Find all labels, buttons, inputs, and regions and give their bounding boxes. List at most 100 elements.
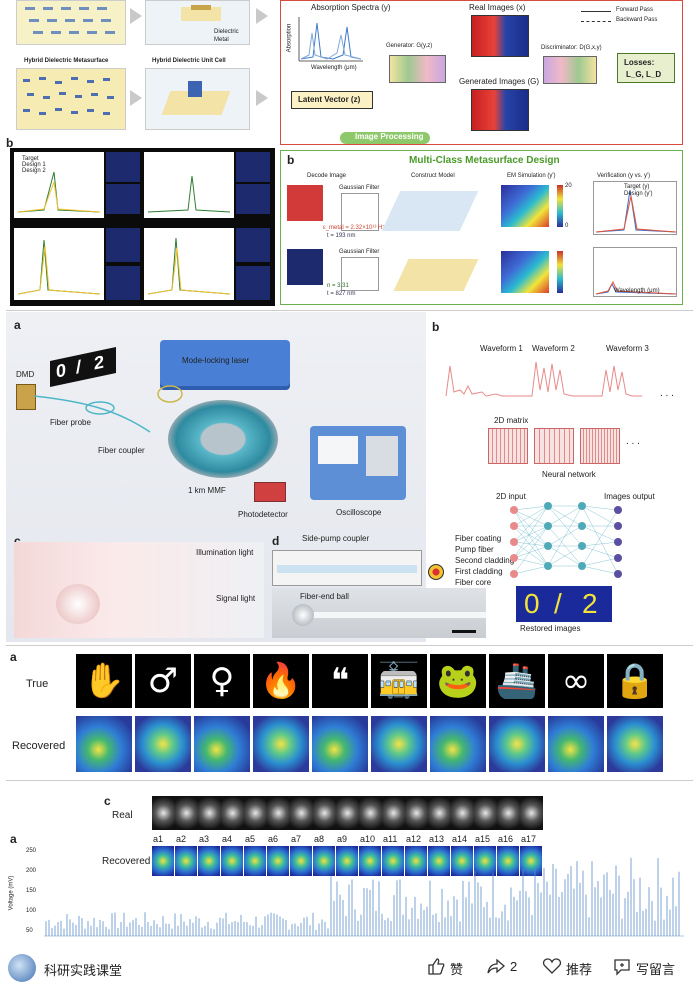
hybrid-metasurface-label: Hybrid Dielectric Metasurface bbox=[24, 58, 109, 64]
fiber-end-ball-label: Fiber-end ball bbox=[300, 592, 349, 601]
true-image-tile: ∞ bbox=[548, 654, 604, 708]
row-real-label: Real bbox=[112, 810, 133, 821]
account-name[interactable]: 科研实践课堂 bbox=[44, 963, 123, 978]
recovered-image-tile bbox=[76, 716, 132, 772]
fig2-panel-b: b bbox=[432, 320, 440, 334]
fiber-core-label: Fiber core bbox=[455, 578, 492, 587]
wavelength-axis-label: Wavelength (μm) bbox=[311, 65, 357, 71]
frame-label: a7 bbox=[291, 834, 302, 844]
matrix-ellipsis: . . . bbox=[626, 436, 640, 447]
recommend-button[interactable]: 推荐 bbox=[542, 956, 598, 978]
left-b-legend-2: Design 1 bbox=[22, 162, 46, 168]
true-image-tile: 🐸 bbox=[430, 654, 486, 708]
recovered-frame bbox=[497, 846, 519, 876]
frame-label: a2 bbox=[176, 834, 187, 844]
neural-network-label: Neural network bbox=[542, 470, 596, 479]
real-frame bbox=[175, 796, 198, 830]
recovered-image-tile bbox=[371, 716, 427, 772]
frame-label: a16 bbox=[498, 834, 514, 844]
photodetector-label: Photodetector bbox=[238, 510, 288, 519]
left-b-panel: Target Design 1 Design 2 bbox=[10, 148, 275, 306]
divider bbox=[6, 645, 693, 646]
account-avatar[interactable] bbox=[8, 954, 36, 982]
generator-block bbox=[389, 55, 446, 83]
pump-fiber-label: Pump fiber bbox=[455, 545, 494, 554]
waveform-1-label: Waveform 1 bbox=[480, 344, 523, 353]
arrow-right-icon bbox=[256, 90, 268, 106]
restored-images-label: Restored images bbox=[520, 624, 581, 633]
comment-button[interactable]: 写留言 bbox=[612, 956, 686, 978]
like-button[interactable]: 赞 bbox=[426, 956, 470, 978]
recovered-frame bbox=[474, 846, 496, 876]
images-output-label: Images output bbox=[604, 492, 655, 501]
true-image-tile: ♀ bbox=[194, 654, 250, 708]
divider bbox=[6, 310, 693, 311]
fig2-panel-d: d bbox=[272, 534, 280, 548]
recovered-image-tile bbox=[607, 716, 663, 772]
real-frame bbox=[497, 796, 520, 830]
dmd-label: DMD bbox=[16, 370, 35, 379]
fiber-spool bbox=[168, 400, 278, 478]
real-frame bbox=[428, 796, 451, 830]
unit-cell-tile-1: Dielectric Metal bbox=[145, 0, 250, 45]
voltage-trace bbox=[44, 857, 684, 937]
real-frame bbox=[405, 796, 428, 830]
fig4-panel-a: a bbox=[10, 832, 17, 846]
recovered-frame bbox=[382, 846, 404, 876]
true-image-tile: ♂ bbox=[135, 654, 191, 708]
restored-images-box: 0 / 2 bbox=[516, 586, 612, 622]
comment-icon bbox=[614, 959, 630, 976]
panel-b-letter: b bbox=[6, 136, 14, 150]
multi-class-title: Multi-Class Metasurface Design bbox=[409, 155, 560, 166]
frame-label: a6 bbox=[268, 834, 279, 844]
fig4-panel-c: c bbox=[104, 794, 111, 808]
real-images-label: Real Images (x) bbox=[469, 3, 526, 12]
fiber-core-dot bbox=[428, 564, 444, 580]
true-image-tile: 🔥 bbox=[253, 654, 309, 708]
recovered-image-tile bbox=[312, 716, 368, 772]
matrix-tile-1 bbox=[488, 428, 528, 464]
dmd-device bbox=[16, 384, 36, 410]
real-frame bbox=[313, 796, 336, 830]
figure-1: Dielectric Metal Hybrid Dielectric Metas… bbox=[0, 0, 699, 306]
recovered-image-tile bbox=[194, 716, 250, 772]
row-recovered-label: Recovered bbox=[12, 740, 66, 752]
frame-label: a5 bbox=[245, 834, 256, 844]
recovered-frame bbox=[198, 846, 220, 876]
divider bbox=[6, 780, 693, 781]
step-construct-model: Construct Model bbox=[411, 173, 455, 179]
frame-label: a14 bbox=[452, 834, 468, 844]
real-frame bbox=[267, 796, 290, 830]
fiber-ball bbox=[56, 584, 100, 624]
fiber-probe-label: Fiber probe bbox=[50, 418, 91, 427]
figure-2: a DMD 0 / 2 Mode-locking laser Fiber pro… bbox=[0, 312, 699, 642]
arrow-right-icon bbox=[256, 8, 268, 24]
step-verification: Verification (y vs. y') bbox=[597, 173, 651, 179]
image-processing-arrow bbox=[340, 132, 430, 144]
hybrid-unit-cell-label: Hybrid Dielectric Unit Cell bbox=[152, 58, 226, 64]
fiber-coupler-label: Fiber coupler bbox=[98, 446, 145, 455]
recovered-frame bbox=[405, 846, 427, 876]
recovered-frame bbox=[451, 846, 473, 876]
row2-t: t = 827 nm bbox=[327, 291, 356, 297]
share-icon bbox=[487, 958, 505, 974]
fiber-end-ball-photo bbox=[272, 588, 486, 638]
real-frame bbox=[152, 796, 175, 830]
real-frame bbox=[336, 796, 359, 830]
recovered-frame bbox=[428, 846, 450, 876]
fig3-panel-a: a bbox=[10, 650, 17, 664]
fiber-cross-section bbox=[272, 550, 422, 586]
backward-pass-label: Backward Pass bbox=[616, 17, 658, 23]
first-cladding-label: First cladding bbox=[455, 567, 503, 576]
frame-label: a8 bbox=[314, 834, 325, 844]
generated-images-label: Generated Images (G) bbox=[459, 77, 540, 86]
side-pump-coupler-label: Side-pump coupler bbox=[302, 534, 370, 543]
frame-label: a1 bbox=[153, 834, 164, 844]
frame-label: a11 bbox=[383, 834, 398, 844]
forward-pass-label: Forward Pass bbox=[616, 7, 654, 13]
recovered-frame bbox=[336, 846, 358, 876]
neural-network-diagram bbox=[510, 502, 622, 578]
share-button[interactable]: 2 bbox=[486, 956, 526, 978]
fiber-coating-label: Fiber coating bbox=[455, 534, 502, 543]
waveform-trace bbox=[445, 361, 642, 397]
